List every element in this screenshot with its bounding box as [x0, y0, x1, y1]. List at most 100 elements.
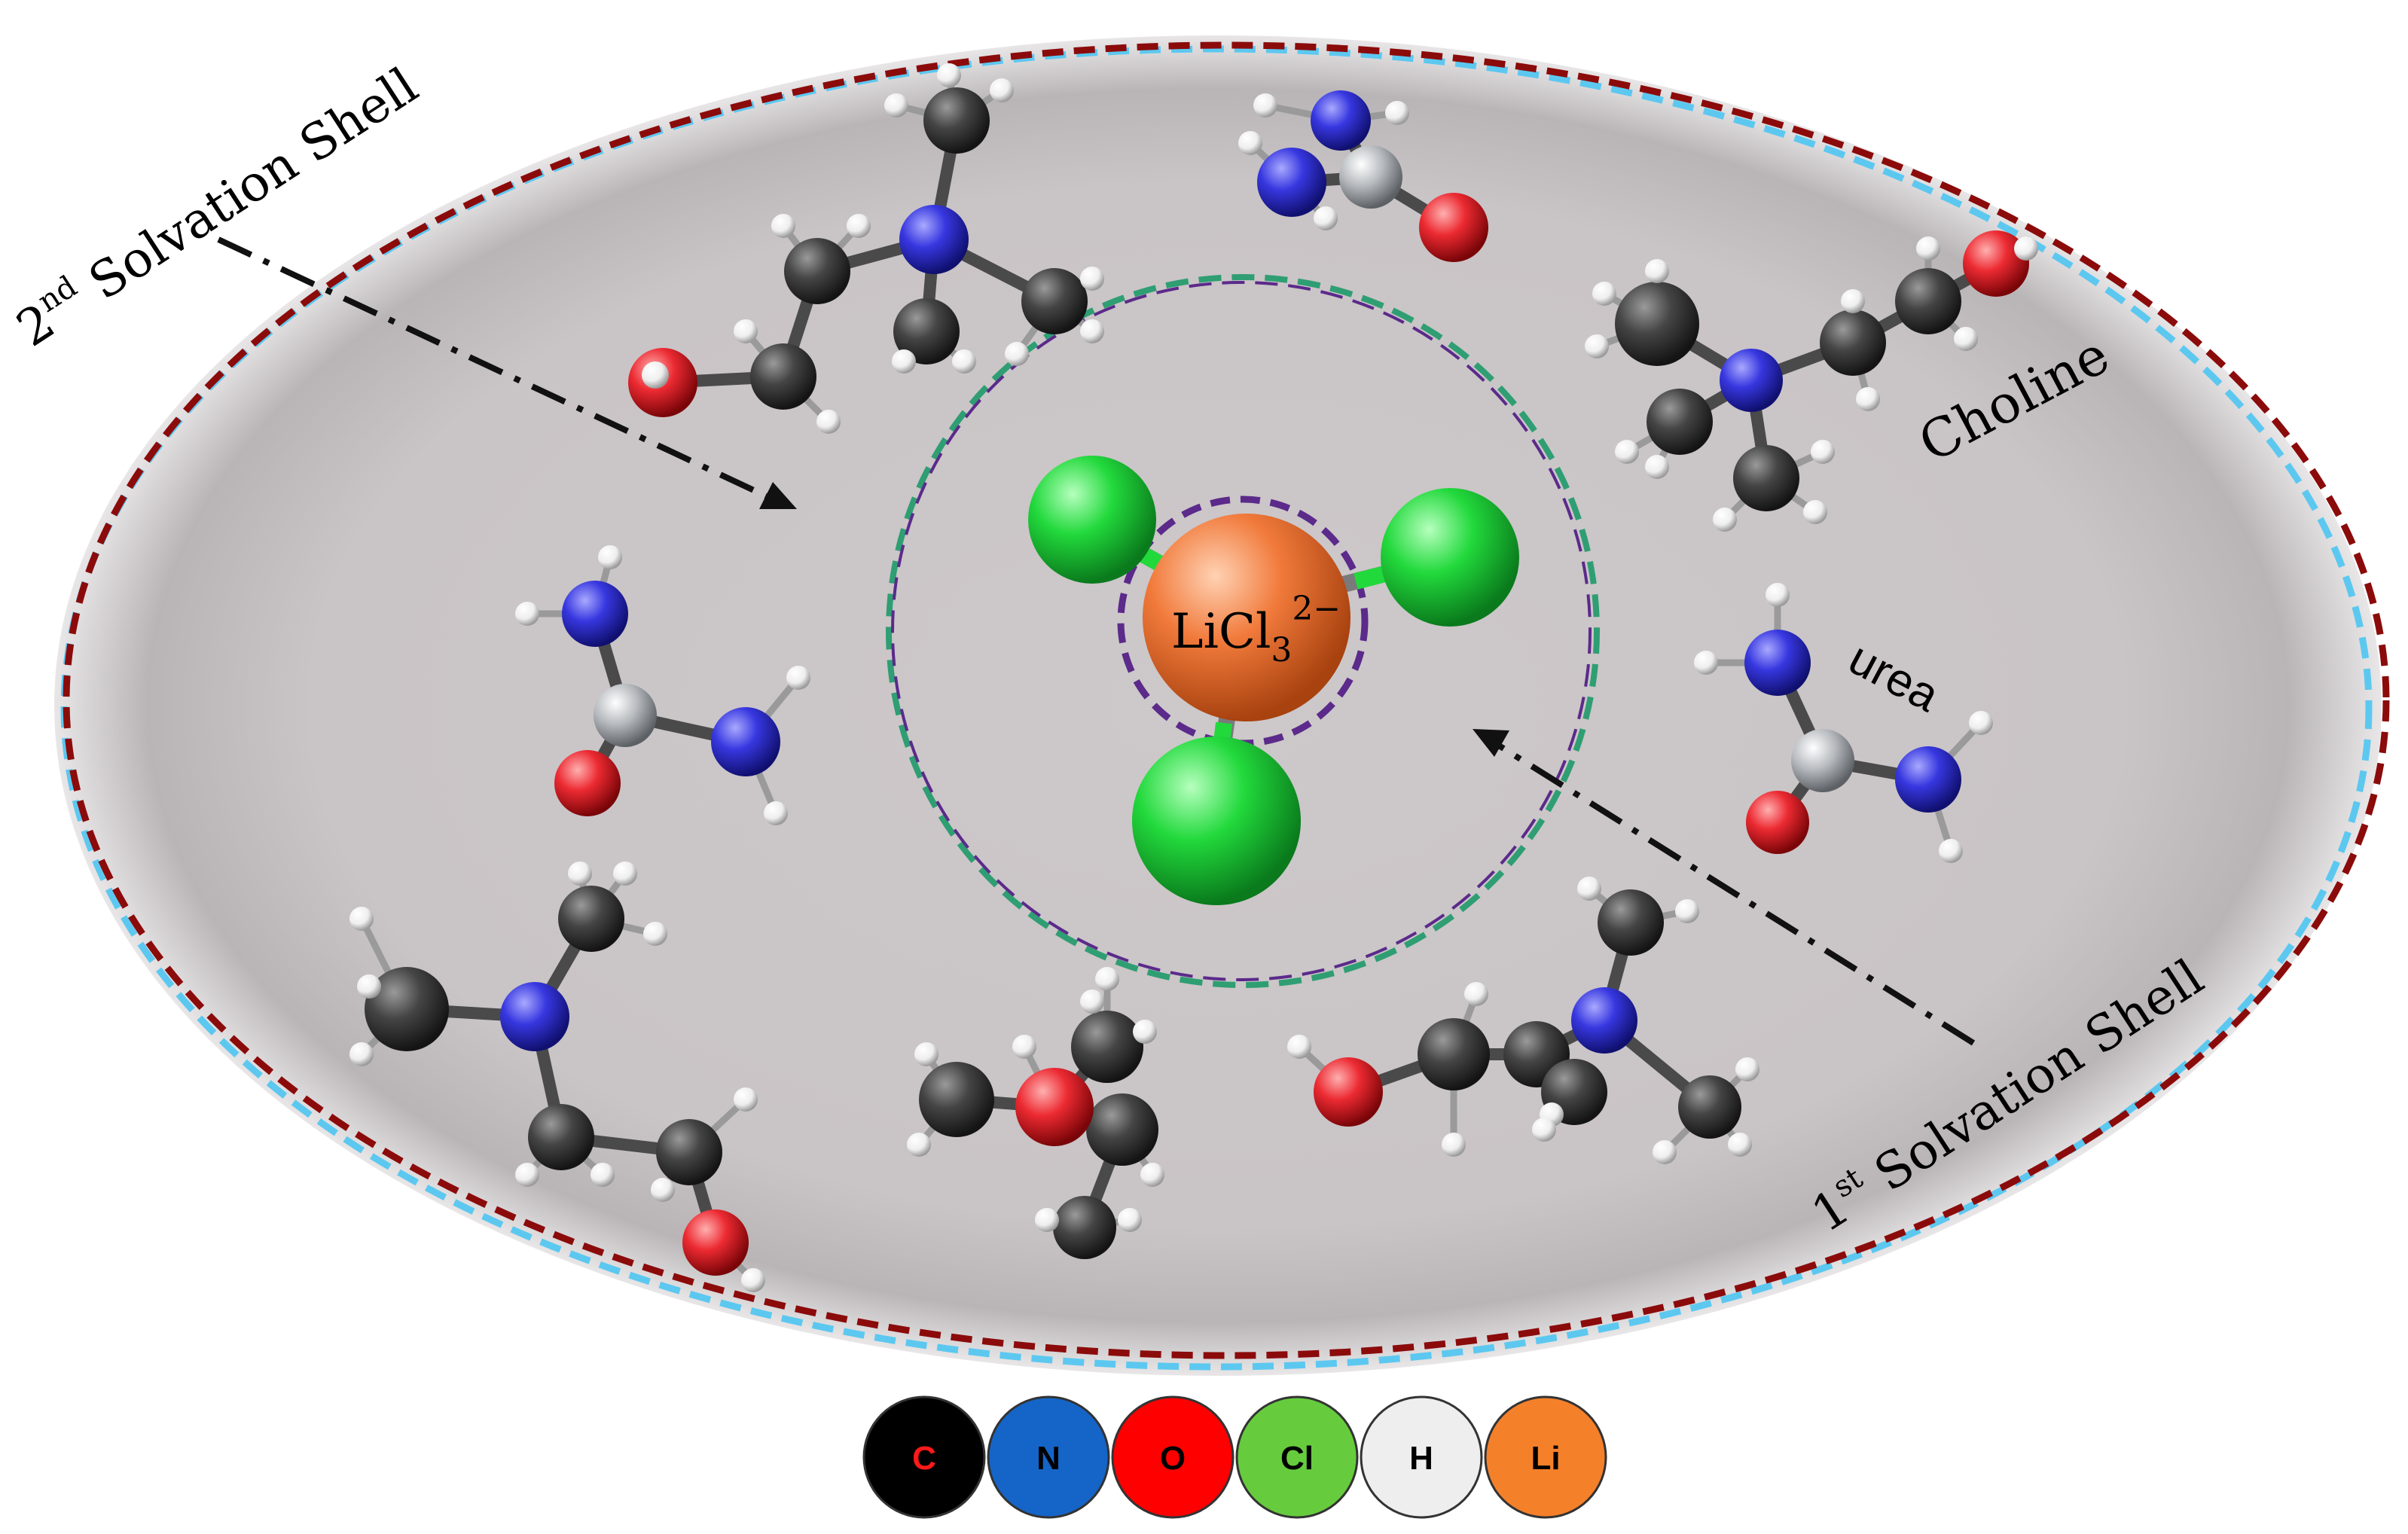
hydrogen-atom	[952, 349, 976, 374]
nitrogen-atom	[1257, 148, 1326, 217]
nitrogen-atom	[1744, 630, 1811, 696]
carbon-atom	[1053, 1196, 1116, 1259]
chlorine-atom-bottom	[1132, 737, 1301, 905]
first-shell-ring-purple	[891, 281, 1592, 981]
hydrogen-atom	[1080, 267, 1104, 291]
legend-swatch	[1360, 1395, 1483, 1519]
hydrogen-atom	[613, 862, 637, 886]
carbon-atom	[594, 684, 657, 747]
legend-item-li: Li	[1484, 1395, 1607, 1519]
choline-molecule-top-left	[628, 63, 1104, 434]
nitrogen-atom	[562, 581, 628, 647]
hydrogen-atom	[990, 78, 1014, 102]
hydrogen-atom	[1238, 131, 1262, 155]
hydrogen-atom	[2014, 236, 2038, 261]
hydrogen-atom	[1615, 440, 1639, 464]
hydrogen-atom	[1645, 259, 1669, 283]
hydrogen-atom	[884, 93, 908, 117]
nitrogen-atom	[899, 205, 969, 274]
carbon-atom	[1021, 268, 1088, 334]
center-complex-label: LiCl32−	[1171, 590, 1341, 669]
hydrogen-atom	[1012, 1035, 1036, 1059]
hydrogen-atom	[1735, 1057, 1759, 1081]
legend-item-c: C	[862, 1395, 986, 1519]
hydrogen-atom	[816, 410, 841, 434]
hydrogen-atom	[1253, 93, 1277, 117]
hydrogen-atom	[937, 63, 961, 87]
chlorine-atom-left	[1028, 456, 1156, 584]
nitrogen-atom	[1571, 987, 1637, 1054]
first-shell-ring-green	[886, 274, 1600, 988]
carbon-atom	[1615, 282, 1699, 366]
hydrogen-atom	[1675, 899, 1699, 923]
hydrogen-atom	[1916, 236, 1940, 261]
legend-item-cl: Cl	[1235, 1395, 1359, 1519]
hydrogen-atom	[1140, 1163, 1164, 1187]
hydrogen-atom	[786, 666, 810, 690]
hydrogen-atom	[1645, 455, 1669, 479]
hydrogen-atom	[764, 801, 788, 825]
carbon-atom	[1086, 1093, 1158, 1166]
hydrogen-atom	[1385, 101, 1409, 125]
hydrogen-atom	[349, 1042, 374, 1066]
hydrogen-atom	[1314, 206, 1338, 230]
hydrogen-atom	[1713, 508, 1737, 532]
hydrogen-atom	[1118, 1208, 1142, 1232]
nitrogen-atom	[1720, 349, 1783, 412]
carbon-atom	[1820, 310, 1886, 376]
carbon-atom	[528, 1104, 594, 1170]
carbon-atom	[558, 886, 624, 952]
carbon-atom	[923, 87, 990, 154]
legend-swatch	[862, 1395, 986, 1519]
hydrogen-atom	[1592, 282, 1616, 306]
hydrogen-atom	[907, 1133, 931, 1157]
carbon-atom	[1339, 145, 1402, 209]
carbon-atom	[656, 1119, 722, 1185]
choline-molecule-top-right	[1585, 230, 2038, 532]
oxygen-atom	[1746, 791, 1809, 854]
carbon-atom	[1418, 1018, 1490, 1090]
legend-item-o: O	[1111, 1395, 1235, 1519]
carbon-atom	[893, 298, 960, 364]
hydrogen-atom	[1080, 319, 1104, 343]
legend-swatch	[1484, 1395, 1607, 1519]
legend-label: O	[1160, 1440, 1186, 1477]
hydrogen-atom	[1095, 967, 1119, 991]
hydrogen-atom	[1969, 711, 1993, 735]
legend-label: Cl	[1280, 1440, 1314, 1477]
first-shell-arrow	[1473, 729, 1976, 1046]
carbon-atom	[1598, 889, 1664, 956]
hydrogen-atom	[1841, 289, 1865, 313]
legend-item-h: H	[1360, 1395, 1483, 1519]
hydrogen-atom	[1811, 440, 1835, 464]
hydrogen-atom	[643, 922, 667, 946]
carbon-atom	[919, 1062, 994, 1137]
hydrogen-atom	[598, 545, 622, 569]
oxygen-atom	[1963, 230, 2029, 297]
urea-molecule-right	[1694, 583, 1993, 863]
hydrogen-atom	[591, 1163, 615, 1187]
hydrogen-atom	[349, 907, 374, 931]
chlorine-atom-right	[1381, 488, 1519, 627]
legend-item-n: N	[987, 1395, 1110, 1519]
choline-molecule-bottom-left	[349, 862, 765, 1292]
carbon-atom	[1733, 445, 1799, 511]
oxygen-atom	[1314, 1057, 1383, 1127]
hydrogen-atom	[1728, 1133, 1752, 1157]
urea-molecule-left	[515, 545, 810, 825]
hydrogen-atom	[1577, 877, 1601, 901]
molecules	[349, 63, 2038, 1292]
carbon-atom	[750, 343, 816, 410]
nitrogen-atom	[1895, 746, 1961, 813]
hydrogen-atom	[1694, 651, 1718, 675]
licl3-complex: LiCl32−	[1028, 456, 1519, 905]
hydrogen-atom	[1856, 387, 1880, 411]
legend-label: N	[1036, 1440, 1061, 1477]
carbon-atom	[784, 238, 850, 304]
carbon-atom	[1678, 1075, 1741, 1139]
nitrogen-atom	[500, 982, 569, 1051]
hydrogen-atom	[1766, 583, 1790, 607]
hydrogen-atom	[1803, 500, 1827, 524]
